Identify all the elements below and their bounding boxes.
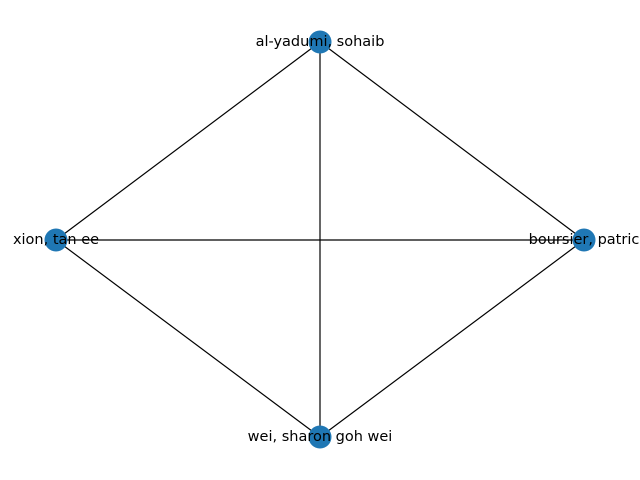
node-label-wei: wei, sharon goh wei <box>248 429 393 445</box>
edge-al-yadumi-xion <box>55 41 321 241</box>
node-dot-xion <box>44 228 68 252</box>
graph-edges <box>55 41 585 438</box>
node-boursier: boursier, patric <box>529 228 640 252</box>
node-dot-boursier <box>572 228 596 252</box>
edge-xion-wei <box>55 239 321 438</box>
node-dot-al-yadumi <box>308 30 332 54</box>
node-label-boursier: boursier, patric <box>529 232 640 248</box>
edge-al-yadumi-boursier <box>319 41 585 241</box>
node-label-xion: xion, tan ee <box>13 232 99 248</box>
graph-nodes: al-yadumi, sohaib xion, tan ee boursier,… <box>13 30 640 449</box>
edge-boursier-wei <box>319 239 585 438</box>
node-xion: xion, tan ee <box>13 228 99 252</box>
node-label-al-yadumi: al-yadumi, sohaib <box>256 34 385 50</box>
node-wei: wei, sharon goh wei <box>248 425 393 449</box>
node-al-yadumi: al-yadumi, sohaib <box>256 30 385 54</box>
node-dot-wei <box>308 425 332 449</box>
